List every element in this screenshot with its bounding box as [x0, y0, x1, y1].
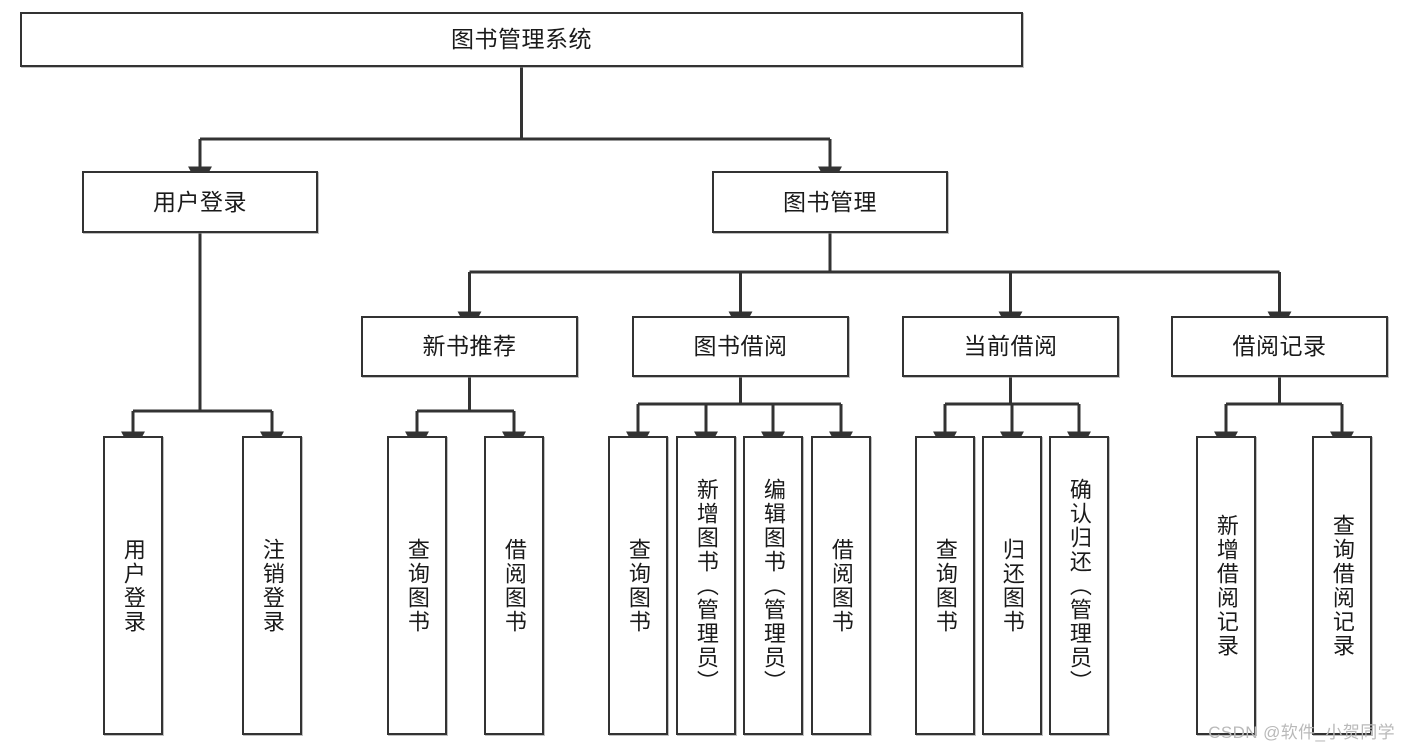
node-leaf-add-book[interactable]: 新增图书（管理员）: [676, 436, 736, 735]
node-label-book-borrow: 图书借阅: [693, 333, 788, 360]
node-label-leaf-query-record: 查询借阅记录: [1329, 513, 1355, 658]
node-leaf-user-login[interactable]: 用户登录: [103, 436, 163, 735]
node-current-borrow[interactable]: 当前借阅: [902, 316, 1119, 377]
node-leaf-query-book-2[interactable]: 查询图书: [608, 436, 668, 735]
node-label-current-borrow: 当前借阅: [963, 333, 1058, 360]
node-root[interactable]: 图书管理系统: [20, 12, 1023, 67]
node-label-leaf-return-book: 归还图书: [999, 537, 1025, 634]
node-leaf-logout[interactable]: 注销登录: [242, 436, 302, 735]
node-label-leaf-borrow-book-1: 借阅图书: [501, 537, 527, 634]
node-label-borrow-record: 借阅记录: [1232, 333, 1327, 360]
node-label-leaf-query-book-3: 查询图书: [932, 537, 958, 634]
node-label-leaf-user-login: 用户登录: [120, 537, 146, 634]
node-label-leaf-query-book-2: 查询图书: [625, 537, 651, 634]
node-leaf-return-book[interactable]: 归还图书: [982, 436, 1042, 735]
node-label-leaf-logout: 注销登录: [259, 537, 285, 634]
node-label-leaf-borrow-book-2: 借阅图书: [828, 537, 854, 634]
node-leaf-borrow-book-1[interactable]: 借阅图书: [484, 436, 544, 735]
node-leaf-edit-book[interactable]: 编辑图书（管理员）: [743, 436, 803, 735]
node-book-manage[interactable]: 图书管理: [712, 171, 948, 233]
node-label-user-login: 用户登录: [153, 188, 247, 215]
node-label-new-book-rec: 新书推荐: [422, 333, 517, 360]
node-leaf-add-record[interactable]: 新增借阅记录: [1196, 436, 1256, 735]
node-leaf-confirm-return[interactable]: 确认归还（管理员）: [1049, 436, 1109, 735]
node-label-root: 图书管理系统: [451, 26, 592, 53]
node-label-book-manage: 图书管理: [783, 188, 877, 215]
node-label-leaf-confirm-return: 确认归还（管理员）: [1066, 477, 1092, 694]
node-leaf-query-book-1[interactable]: 查询图书: [387, 436, 447, 735]
node-book-borrow[interactable]: 图书借阅: [632, 316, 849, 377]
node-leaf-query-book-3[interactable]: 查询图书: [915, 436, 975, 735]
node-label-leaf-add-book: 新增图书（管理员）: [693, 477, 719, 694]
node-label-leaf-edit-book: 编辑图书（管理员）: [760, 477, 786, 694]
node-label-leaf-query-book-1: 查询图书: [404, 537, 430, 634]
node-label-leaf-add-record: 新增借阅记录: [1213, 513, 1239, 658]
node-leaf-borrow-book-2[interactable]: 借阅图书: [811, 436, 871, 735]
node-new-book-rec[interactable]: 新书推荐: [361, 316, 578, 377]
node-user-login[interactable]: 用户登录: [82, 171, 318, 233]
node-borrow-record[interactable]: 借阅记录: [1171, 316, 1388, 377]
node-leaf-query-record[interactable]: 查询借阅记录: [1312, 436, 1372, 735]
